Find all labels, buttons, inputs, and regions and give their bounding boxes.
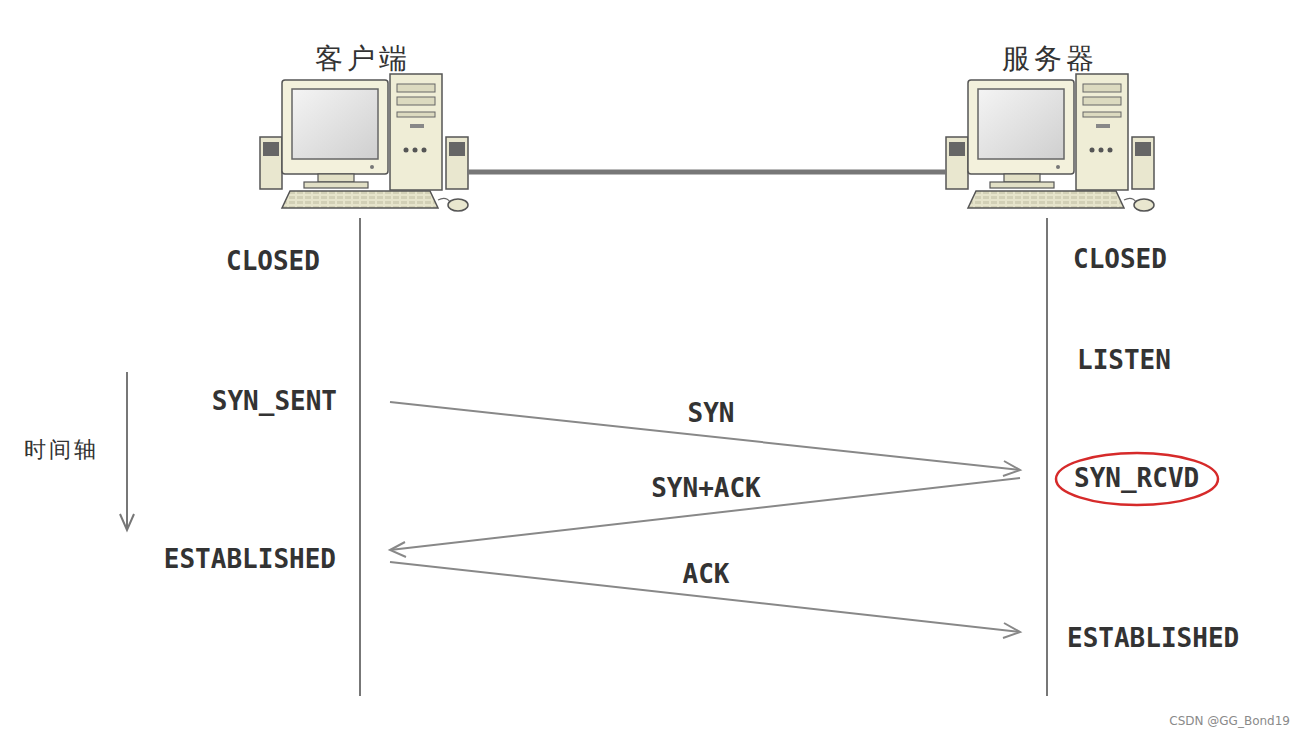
segment-label: ACK [683,560,730,590]
time-axis [126,372,128,528]
arrow-head [390,542,406,557]
state-ellipse: SYN_RCVD [1054,451,1220,507]
client-computer-box: 客户端 [255,36,471,220]
server-computer [946,74,1154,211]
state-label: ESTABLISHED [164,545,336,575]
client-computer [260,74,468,211]
state-label: LISTEN [1077,346,1171,376]
computer-heading: 客户端 [255,40,471,78]
state-label: CLOSED [226,247,320,277]
state-label: CLOSED [1073,245,1167,275]
computer-heading: 服务器 [940,40,1160,78]
arrow-head [1003,623,1020,638]
state-label: ESTABLISHED [1067,624,1239,654]
time-axis-head [120,514,134,530]
watermark: CSDN @GG_Bond19 [1169,715,1290,729]
state-label: SYN_SENT [212,387,337,417]
axis-label: 时间轴 [24,437,99,462]
client-timeline [359,218,361,696]
segment-label: SYN [688,399,735,429]
arrow-head [1003,461,1020,476]
highlight-ellipse [1056,453,1218,505]
segment-label: SYN+ACK [651,474,761,504]
server-computer-box: 服务器 [940,36,1160,220]
state-label: SYN_RCVD [1074,464,1199,494]
network-link [467,170,946,175]
server-timeline [1046,218,1048,696]
